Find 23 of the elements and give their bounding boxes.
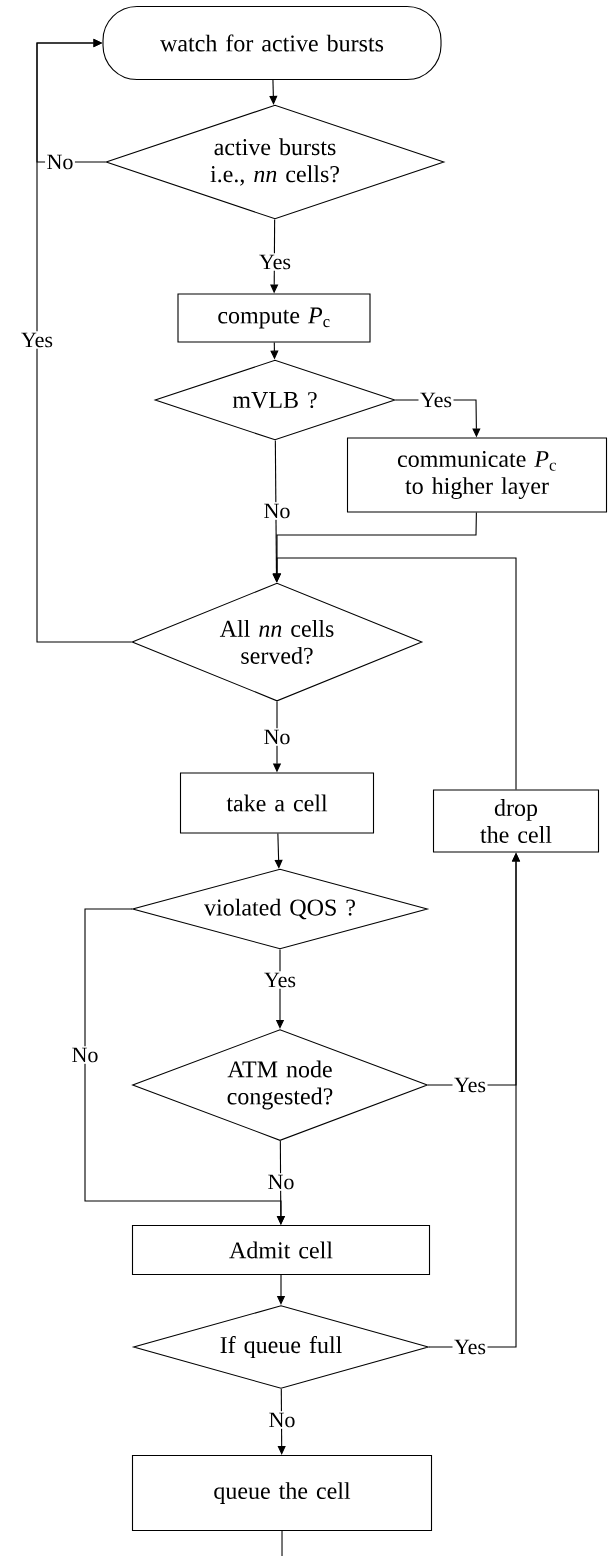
edge-label: Yes: [262, 971, 298, 989]
edge-label: Yes: [452, 1338, 488, 1356]
edge-label: No: [262, 502, 292, 520]
edge-label: Yes: [418, 391, 454, 409]
edge-label: No: [45, 153, 75, 171]
edge-label: Yes: [257, 253, 293, 271]
process-box: queue the cell: [131, 1454, 433, 1532]
connector-line: [281, 1530, 283, 1556]
edge-label: Yes: [452, 1076, 488, 1094]
process-box: drop the cell: [432, 789, 600, 853]
edge-label: No: [262, 728, 292, 746]
arrow: [269, 79, 278, 105]
edge-label: No: [266, 1173, 296, 1191]
process-box: compute P$_{c}$: [177, 293, 371, 343]
process-box: Admit cell: [131, 1224, 431, 1276]
process-box: communicate P$_{c}$ to higher layer: [346, 437, 608, 513]
arrow: [36, 38, 132, 643]
edge-label: No: [267, 1411, 297, 1429]
arrow: [84, 908, 286, 1225]
edge-label: No: [70, 1046, 100, 1064]
process-box: take a cell: [179, 772, 375, 834]
terminal-box: watch for active bursts: [102, 5, 442, 81]
edge-label: Yes: [19, 331, 55, 349]
